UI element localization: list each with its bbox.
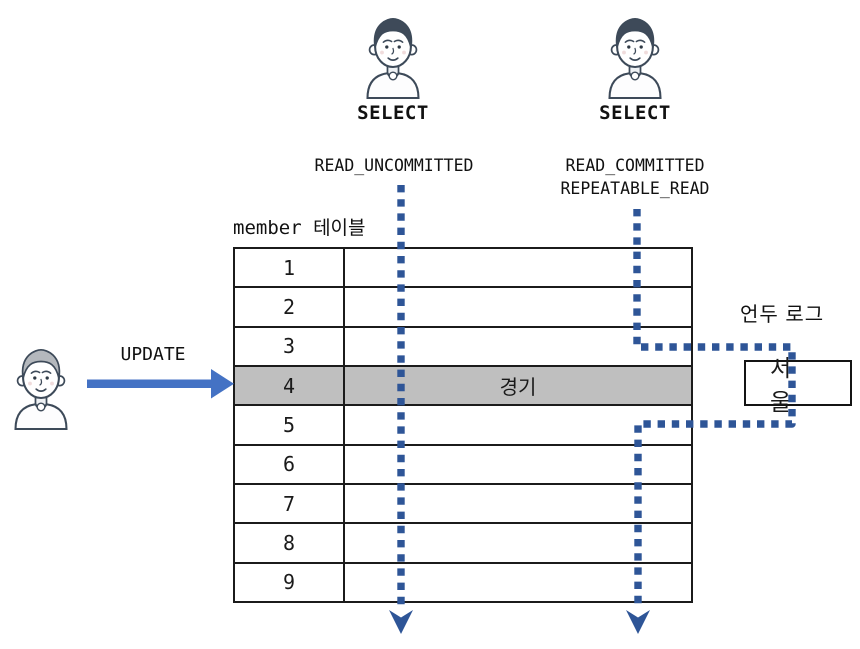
- table-row-1: 1: [235, 249, 691, 289]
- reader1-isolation-label: READ_UNCOMMITTED: [314, 156, 474, 175]
- arrow-down-icon: [389, 610, 413, 634]
- row-value: [345, 564, 691, 601]
- member-table-title: member 테이블: [233, 217, 366, 239]
- row-value: [345, 328, 691, 365]
- undo-log-box: 서울: [744, 355, 852, 415]
- reader1-avatar-icon: [362, 13, 424, 99]
- undo-log-title: 언두 로그: [740, 304, 825, 326]
- reader2-isolation-label-1: READ_COMMITTED: [565, 156, 705, 175]
- reader1-select-label: SELECT: [357, 102, 429, 124]
- table-row-2: 2: [235, 288, 691, 328]
- row-id: 7: [235, 484, 345, 523]
- reader2-isolation-label-2: REPEATABLE_READ: [560, 179, 710, 198]
- table-row-7: 7: [235, 484, 691, 525]
- row-value: [345, 446, 691, 483]
- reader2-avatar-icon: [604, 13, 666, 99]
- row-id: 2: [235, 288, 345, 326]
- writer-avatar-icon: [10, 344, 72, 430]
- row-value: [345, 288, 691, 325]
- table-row-4-highlighted: 4 경기: [235, 366, 691, 407]
- row-id: 5: [235, 406, 345, 444]
- row-id: 8: [235, 524, 345, 562]
- reader2-select-label: SELECT: [599, 102, 671, 124]
- update-arrow-icon: [87, 369, 234, 399]
- table-row-9: 9: [235, 563, 691, 601]
- table-row-5: 5: [235, 406, 691, 446]
- row-value: [345, 249, 691, 286]
- row-id: 9: [235, 563, 345, 601]
- row-id: 3: [235, 327, 345, 365]
- row-value: [345, 524, 691, 561]
- row-value: 경기: [499, 377, 537, 400]
- row-value: [345, 485, 691, 522]
- writer-update-label: UPDATE: [120, 344, 186, 365]
- table-row-6: 6: [235, 445, 691, 485]
- row-value: [345, 406, 691, 443]
- table-row-3: 3: [235, 327, 691, 367]
- undo-log-value: 서울: [770, 355, 818, 415]
- row-id: 1: [235, 249, 345, 287]
- reader2-isolation-labels: READ_COMMITTED REPEATABLE_READ: [520, 154, 750, 200]
- table-row-8: 8: [235, 524, 691, 564]
- member-table: 1 2 3 4 경기 5 6 7 8: [233, 247, 693, 603]
- arrow-down-icon: [626, 610, 650, 634]
- row-id: 6: [235, 445, 345, 483]
- row-id: 4: [235, 366, 345, 405]
